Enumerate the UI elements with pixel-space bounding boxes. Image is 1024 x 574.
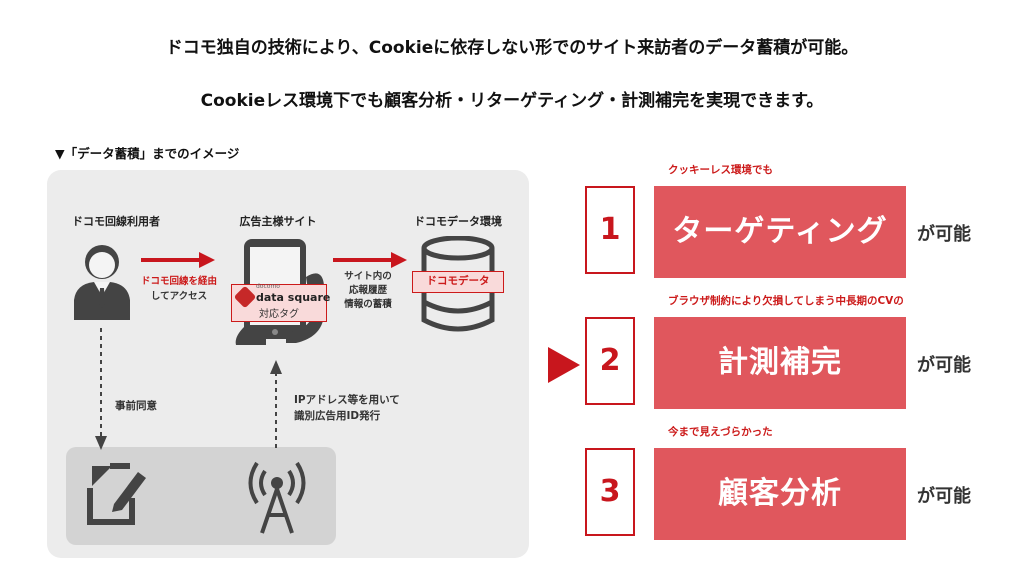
arrow1-note-line1: ドコモ回線を経由 <box>140 276 217 287</box>
docomo-env-label: ドコモデータ環境 <box>414 215 502 228</box>
benefit-3-note: 今まで見えづらかった <box>668 426 773 438</box>
benefit-2-suffix: が可能 <box>917 355 971 376</box>
headline-line-1: ドコモ独自の技術により、Cookieに依存しない形でのサイト来訪者のデータ蓄積が… <box>165 38 859 58</box>
benefit-3-number: 3 <box>585 448 635 536</box>
document-pen-icon <box>87 463 146 525</box>
arrow2-note-line3: 情報の蓄積 <box>344 299 392 310</box>
tag-brand: data square <box>256 291 331 304</box>
headline-line-2: Cookieレス環境下でも顧客分析・リターゲティング・計測補完を実現できます。 <box>200 91 824 111</box>
arrow1-note-line2: してアクセス <box>150 291 208 302</box>
benefit-3-title: 顧客分析 <box>654 448 906 540</box>
consent-dashed-arrow <box>95 328 107 450</box>
diagram-caption: ▼「データ蓄積」までのイメージ <box>55 146 240 161</box>
benefit-2-note: ブラウザ制約により欠損してしまう中長期のCVの <box>668 295 904 307</box>
pointer-triangle-icon <box>548 347 580 383</box>
benefit-1-suffix: が可能 <box>917 224 971 245</box>
user-icon <box>74 245 130 320</box>
benefit-1-title: ターゲティング <box>654 186 906 278</box>
benefit-2-number: 2 <box>585 317 635 405</box>
site-label: 広告主様サイト <box>239 215 317 228</box>
benefit-1-number: 1 <box>585 186 635 274</box>
docomo-data-box: ドコモデータ <box>412 271 504 293</box>
antenna-icon <box>248 461 306 534</box>
arrow2-note-line1: サイト内の <box>344 271 392 282</box>
consent-label: 事前同意 <box>115 400 157 412</box>
user-label: ドコモ回線利用者 <box>72 215 160 228</box>
ip-note-line2: 識別広告用ID発行 <box>294 410 381 422</box>
tag-brand-small: docomo <box>256 283 280 290</box>
benefit-2-title: 計測補完 <box>654 317 906 409</box>
arrow2-note-line2: 応報履歴 <box>348 285 387 296</box>
ip-note-line1: IPアドレス等を用いて <box>294 394 400 406</box>
arrow-site-to-docomo <box>333 252 407 268</box>
ip-dashed-arrow <box>270 360 282 450</box>
benefit-1-note: クッキーレス環境でも <box>668 164 773 176</box>
benefit-3-suffix: が可能 <box>917 486 971 507</box>
arrow-user-to-site <box>141 252 215 268</box>
tag-sub: 対応タグ <box>259 309 299 320</box>
